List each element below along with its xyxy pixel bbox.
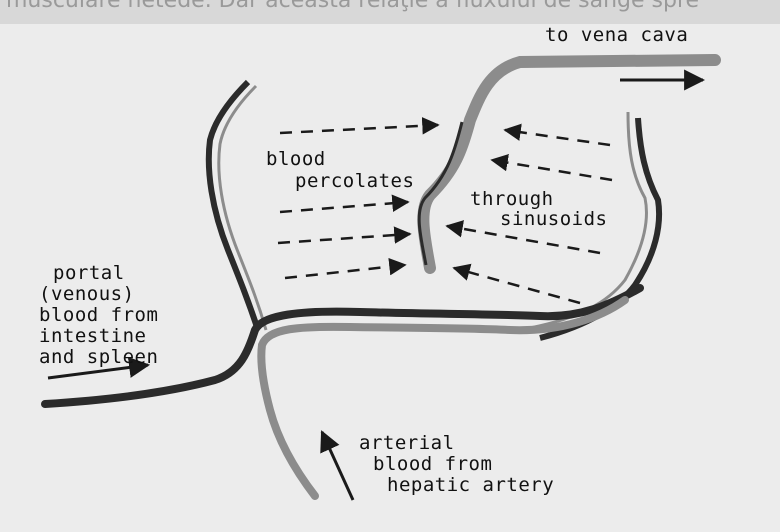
label-to-vena-cava: to vena cava [545,24,688,46]
flow-arrow-right-2 [492,160,612,180]
label-portal-1: portal [53,262,125,284]
label-through: through [470,188,554,210]
label-portal-4: intestine [39,325,146,347]
label-portal-5: and spleen [39,346,158,368]
label-portal-3: blood from [39,304,158,326]
flow-arrow-left-4 [285,265,405,278]
label-portal-2: (venous) [39,283,135,305]
flow-arrow-left-3 [278,234,410,243]
left-wall-dark [209,82,258,330]
label-arterial-3: hepatic artery [387,474,554,496]
flow-arrow-left-1 [280,125,438,133]
label-blood: blood [266,148,326,170]
label-arterial-2: blood from [373,453,492,475]
flow-arrow-left-2 [280,202,408,212]
central-vein-vessel [423,60,715,268]
arterial-inflow-arrow [322,432,353,500]
label-percolates: percolates [295,170,414,192]
flow-arrow-right-3 [447,226,600,253]
label-sinusoids: sinusoids [500,208,607,230]
flow-arrow-right-4 [454,268,580,303]
flow-arrow-right-1 [505,130,610,145]
label-arterial-1: arterial [359,432,455,454]
